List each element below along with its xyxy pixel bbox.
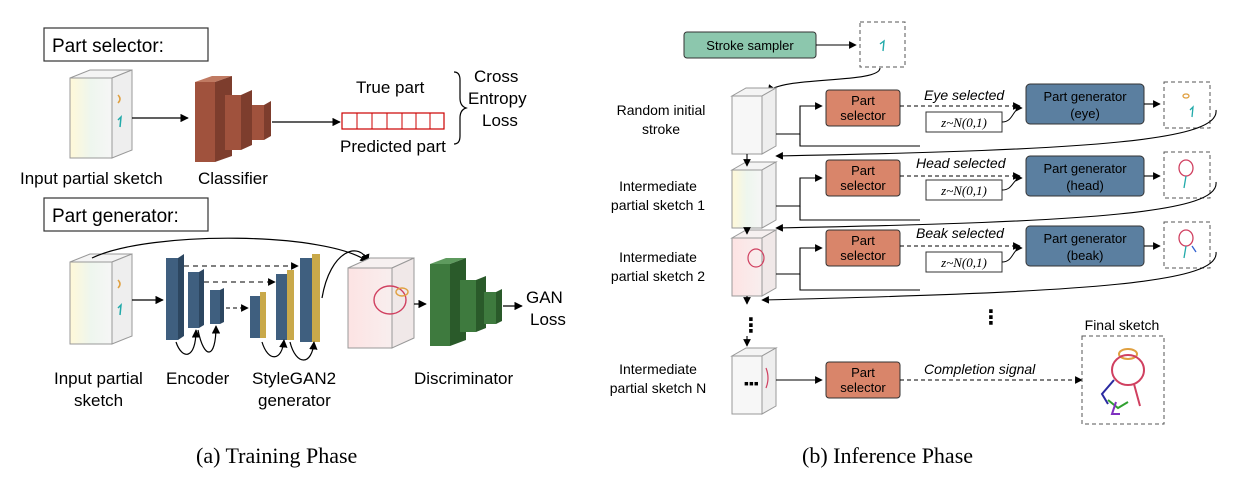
part-selector-box-1: Part selector	[825, 89, 901, 127]
discriminator-label: Discriminator	[414, 369, 514, 388]
svg-text:Part generator: Part generator	[1043, 89, 1127, 104]
sketch-cube-1	[730, 161, 778, 229]
eye-selected-label: Eye selected	[924, 87, 1005, 103]
input-partial-label-line1: Input partial	[54, 369, 143, 388]
head-selected-label: Head selected	[916, 155, 1007, 171]
part-generator-head: Part generator (head)	[1025, 155, 1145, 197]
part-generator-eye: Part generator (eye)	[1025, 83, 1145, 125]
vertical-ellipsis: ⋮	[741, 315, 761, 337]
encoder-block	[166, 254, 224, 355]
completion-signal-label: Completion signal	[924, 361, 1036, 377]
stylegan-label-line2: generator	[258, 391, 331, 410]
intermediate-n-label-line2: partial sketch N	[610, 380, 706, 396]
intermediate-n-label-line1: Intermediate	[619, 361, 697, 377]
true-part-label: True part	[356, 78, 425, 97]
arrow-stroke-to-cube	[767, 67, 881, 93]
intermediate-1-label-line2: partial sketch 1	[611, 197, 705, 213]
svg-text:z~N(0,1): z~N(0,1)	[940, 183, 987, 198]
intermediate-2-label-line2: partial sketch 2	[611, 268, 705, 284]
svg-text:selector: selector	[840, 178, 886, 193]
skip-arrow-input	[91, 237, 369, 263]
svg-text:selector: selector	[840, 108, 886, 123]
svg-text:▪▪▪: ▪▪▪	[744, 375, 759, 391]
intermediate-2-label-line1: Intermediate	[619, 249, 697, 265]
loss-loss: Loss	[482, 111, 518, 130]
sketch-cube-n: ▪▪▪	[730, 347, 778, 415]
part-generator-title-box	[43, 197, 209, 232]
gan-loss-line1: GAN	[526, 288, 563, 307]
loss-cross: Cross	[474, 67, 518, 86]
part-selector-box-3: Part selector	[825, 229, 901, 267]
final-sketch-label: Final sketch	[1085, 317, 1160, 333]
input-partial-sketch-label: Input partial sketch	[20, 169, 163, 188]
arrow-to-composite	[321, 250, 370, 299]
intermediate-1-label-line1: Intermediate	[619, 178, 697, 194]
svg-text:(beak): (beak)	[1067, 248, 1104, 263]
svg-text:Part: Part	[851, 365, 875, 380]
gan-loss-line2: Loss	[530, 310, 566, 329]
output-preview-eye	[1163, 81, 1211, 129]
discriminator-block	[430, 258, 502, 346]
composite-sketch	[347, 257, 415, 349]
inference-panel: Stroke sampler Random initial stroke Int…	[610, 21, 1217, 468]
part-generator-title: Part generator:	[52, 206, 179, 227]
training-caption: (a) Training Phase	[196, 443, 357, 468]
svg-text:(eye): (eye)	[1070, 106, 1100, 121]
loss-brace	[453, 71, 468, 145]
svg-text:(head): (head)	[1066, 178, 1104, 193]
classifier-block	[195, 76, 271, 162]
part-selector-box-2: Part selector	[825, 159, 901, 197]
z-noise-box-1: z~N(0,1)	[925, 104, 1023, 133]
part-selector-title-box	[43, 27, 209, 62]
input-partial-label-line2: sketch	[74, 391, 123, 410]
loss-entropy: Entropy	[468, 89, 527, 108]
output-preview-beak	[1163, 221, 1211, 269]
z-noise-box-2: z~N(0,1)	[925, 174, 1023, 201]
part-generator-beak: Part generator (beak)	[1025, 225, 1145, 267]
random-stroke-label-line1: Random initial	[617, 102, 706, 118]
predicted-part-vector	[341, 112, 445, 130]
z-noise-box-3: z~N(0,1)	[925, 244, 1023, 273]
stylegan-generator-block	[250, 254, 320, 361]
part-selector-box-n: Part selector	[825, 361, 901, 399]
sketch-cube-2	[730, 229, 778, 297]
stroke-sampler-label: Stroke sampler	[706, 38, 794, 53]
random-stroke-preview	[859, 21, 906, 68]
output-preview-head	[1163, 151, 1211, 199]
sketch-cube-0	[730, 87, 778, 155]
svg-text:Part: Part	[851, 233, 875, 248]
beak-selected-label: Beak selected	[916, 225, 1005, 241]
svg-text:Part generator: Part generator	[1043, 161, 1127, 176]
final-sketch-preview	[1081, 335, 1165, 425]
vertical-ellipsis-right: ⋮	[981, 307, 1001, 329]
svg-text:Part: Part	[851, 93, 875, 108]
selector-input-sketch	[69, 69, 133, 159]
classifier-label: Classifier	[198, 169, 268, 188]
svg-text:selector: selector	[840, 380, 886, 395]
generator-input-sketch	[69, 253, 133, 345]
svg-text:z~N(0,1): z~N(0,1)	[940, 255, 987, 270]
part-selector-title: Part selector:	[52, 36, 164, 57]
inference-caption: (b) Inference Phase	[802, 443, 973, 468]
svg-text:Part generator: Part generator	[1043, 231, 1127, 246]
stylegan-label-line1: StyleGAN2	[252, 369, 336, 388]
svg-text:Part: Part	[851, 163, 875, 178]
random-stroke-label-line2: stroke	[642, 121, 680, 137]
svg-text:z~N(0,1): z~N(0,1)	[940, 115, 987, 130]
svg-text:selector: selector	[840, 248, 886, 263]
training-panel: Part selector: Input partial sketch Clas…	[20, 27, 566, 468]
encoder-label: Encoder	[166, 369, 230, 388]
predicted-part-label: Predicted part	[340, 137, 446, 156]
